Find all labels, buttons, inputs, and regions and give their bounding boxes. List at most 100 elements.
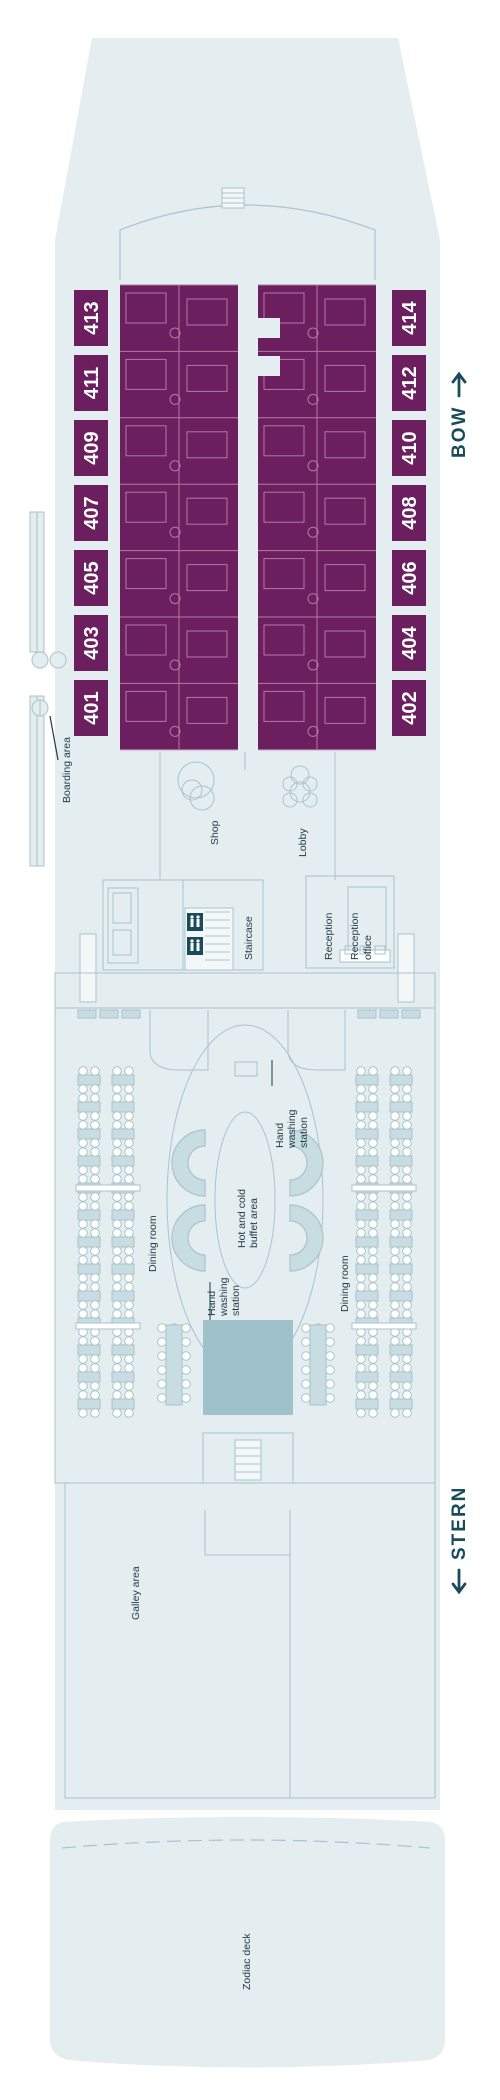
chair: [390, 1174, 400, 1184]
chair: [368, 1201, 378, 1211]
table: [355, 1371, 379, 1383]
cabin-table: [307, 526, 319, 538]
chair: [78, 1354, 88, 1364]
table: [77, 1398, 101, 1410]
label-hand-washing-top-line1: Hand: [274, 1123, 286, 1148]
chair: [356, 1246, 366, 1256]
chair: [390, 1111, 400, 1121]
chair: [78, 1120, 88, 1130]
buffet-block: [203, 1320, 293, 1415]
chair: [78, 1147, 88, 1157]
chair: [368, 1138, 378, 1148]
chair: [390, 1282, 400, 1292]
chair: [325, 1323, 335, 1333]
cabin-table: [307, 659, 319, 671]
gangway: [29, 511, 67, 867]
bench: [75, 1322, 141, 1330]
table: [389, 1290, 413, 1302]
chair: [402, 1138, 412, 1148]
chair: [390, 1093, 400, 1103]
chair: [368, 1336, 378, 1346]
cabin-gap: [258, 356, 280, 376]
chair: [356, 1138, 366, 1148]
chair: [301, 1351, 311, 1361]
chair: [90, 1228, 100, 1238]
cabin-table: [169, 725, 181, 737]
chair: [402, 1309, 412, 1319]
chair: [356, 1219, 366, 1229]
cabin-badge: [392, 420, 426, 476]
chair: [112, 1066, 122, 1076]
chair: [390, 1084, 400, 1094]
cabin-bath: [324, 497, 366, 525]
chair: [112, 1363, 122, 1373]
cabin-table: [307, 393, 319, 405]
chair: [78, 1066, 88, 1076]
cabin-bed: [263, 425, 305, 457]
table: [389, 1128, 413, 1140]
chair: [124, 1390, 134, 1400]
table: [389, 1155, 413, 1167]
chair: [390, 1228, 400, 1238]
chair: [181, 1379, 191, 1389]
bench: [75, 1184, 141, 1192]
label-reception-office: Reception office: [349, 910, 374, 960]
shop-lobby-area: [159, 752, 336, 880]
label-hand-washing-bottom: Handwashingstation: [206, 1277, 242, 1317]
chair: [124, 1093, 134, 1103]
table: [357, 1009, 377, 1019]
chair: [90, 1246, 100, 1256]
chair: [124, 1354, 134, 1364]
cabin-badge: [74, 355, 108, 411]
cabin-bed: [125, 558, 167, 590]
cabin-number: 407: [81, 496, 103, 529]
chair: [402, 1165, 412, 1175]
label-hand-washing-bottom-line3: station: [230, 1285, 242, 1316]
chair: [124, 1147, 134, 1157]
table: [111, 1209, 135, 1221]
cabin-table: [307, 593, 319, 605]
chair: [112, 1309, 122, 1319]
chair: [90, 1174, 100, 1184]
chair: [390, 1408, 400, 1418]
table: [111, 1128, 135, 1140]
chair: [356, 1336, 366, 1346]
cabin-table: [169, 659, 181, 671]
chair: [112, 1381, 122, 1391]
cabin-bed: [263, 690, 305, 722]
table: [389, 1344, 413, 1356]
chair: [356, 1066, 366, 1076]
chair: [356, 1255, 366, 1265]
table: [389, 1101, 413, 1113]
chair: [78, 1282, 88, 1292]
table: [77, 1263, 101, 1275]
chair: [356, 1147, 366, 1157]
label-hand-washing-bottom-line1: Hand: [206, 1291, 218, 1316]
chair: [78, 1228, 88, 1238]
chair: [390, 1273, 400, 1283]
table: [77, 1074, 101, 1086]
chair: [90, 1201, 100, 1211]
cabin-number: 408: [399, 496, 421, 529]
chair: [124, 1381, 134, 1391]
galley-area: [64, 1482, 436, 1799]
table: [111, 1344, 135, 1356]
chair: [124, 1336, 134, 1346]
chair: [368, 1174, 378, 1184]
cabin-number: 404: [399, 625, 421, 659]
cabin-badge: [392, 355, 426, 411]
chair: [356, 1201, 366, 1211]
table: [111, 1074, 135, 1086]
label-hand-washing-bottom-line2: washing: [218, 1277, 230, 1317]
restroom-icon-glyphs: [190, 915, 200, 951]
aft-stairs: [202, 1432, 294, 1484]
chair: [90, 1390, 100, 1400]
chair: [325, 1393, 335, 1403]
chair: [402, 1273, 412, 1283]
table: [389, 1371, 413, 1383]
dining-tables: [75, 1009, 421, 1418]
chair: [157, 1365, 167, 1375]
cabin-bed: [263, 558, 305, 590]
